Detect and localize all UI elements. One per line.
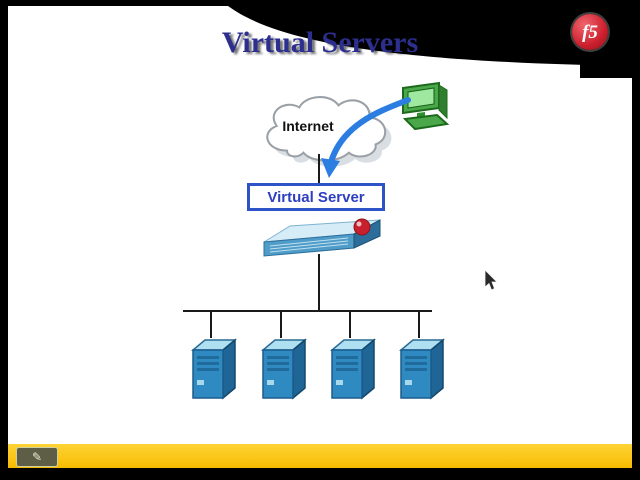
server-tower-icon xyxy=(190,338,237,400)
bottom-accent-bar: ✎ xyxy=(8,444,632,468)
virtual-server-box: Virtual Server xyxy=(247,183,385,211)
internet-label: Internet xyxy=(282,118,334,134)
connector-server-2 xyxy=(280,312,282,338)
load-balancer-appliance-icon xyxy=(263,218,381,257)
slide-title: Virtual Servers xyxy=(221,26,419,59)
network-bus-line xyxy=(183,310,432,312)
f5-logo-icon: f5 xyxy=(572,14,608,50)
virtual-server-label: Virtual Server xyxy=(267,188,365,206)
server-tower-icon xyxy=(329,338,376,400)
connector-server-1 xyxy=(210,312,212,338)
annotation-pen-button[interactable]: ✎ xyxy=(16,447,58,467)
slide-canvas: f5 Virtual Servers Internet Virtual Serv… xyxy=(8,6,632,468)
pen-icon: ✎ xyxy=(31,450,43,464)
f5-logo-text: f5 xyxy=(582,21,598,43)
server-tower-icon xyxy=(398,338,445,400)
connector-server-4 xyxy=(418,312,420,338)
traffic-arrow-icon xyxy=(321,97,411,178)
connector-cloud-to-vs xyxy=(318,154,320,183)
connector-server-3 xyxy=(349,312,351,338)
connector-vs-to-bus xyxy=(318,254,320,310)
mouse-cursor-icon xyxy=(484,269,498,291)
server-tower-icon xyxy=(260,338,307,400)
